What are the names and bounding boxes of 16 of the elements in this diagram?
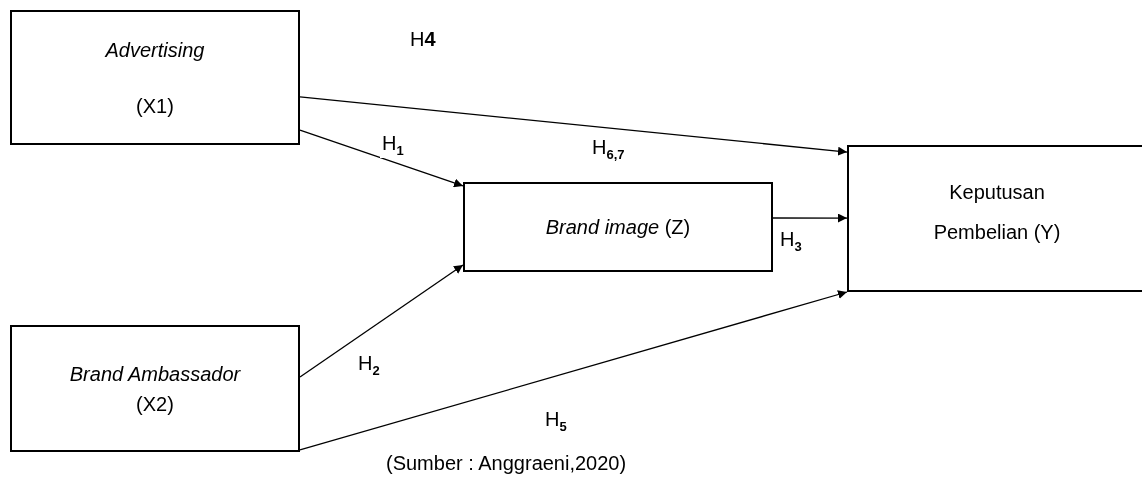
variable-box [10, 325, 300, 452]
arrow [772, 213, 848, 223]
variable-label: Keputusan Pembelian (Y) [932, 179, 1062, 245]
variable-label: Advertising [105, 37, 205, 62]
arrow [299, 264, 464, 378]
variable-box [847, 145, 1142, 292]
arrow [299, 290, 848, 451]
caption: (Sumber : Anggraeni,2020) [386, 452, 627, 475]
variable-label: (X2) [136, 391, 174, 416]
variable-label: Brand image (Z) [545, 215, 691, 239]
variable-box [10, 10, 300, 145]
variable-box [463, 182, 773, 272]
arrow [299, 129, 464, 188]
variable-label: (X1) [136, 93, 174, 118]
arrow [299, 96, 848, 156]
variable-label: Brand Ambassador [69, 361, 241, 386]
